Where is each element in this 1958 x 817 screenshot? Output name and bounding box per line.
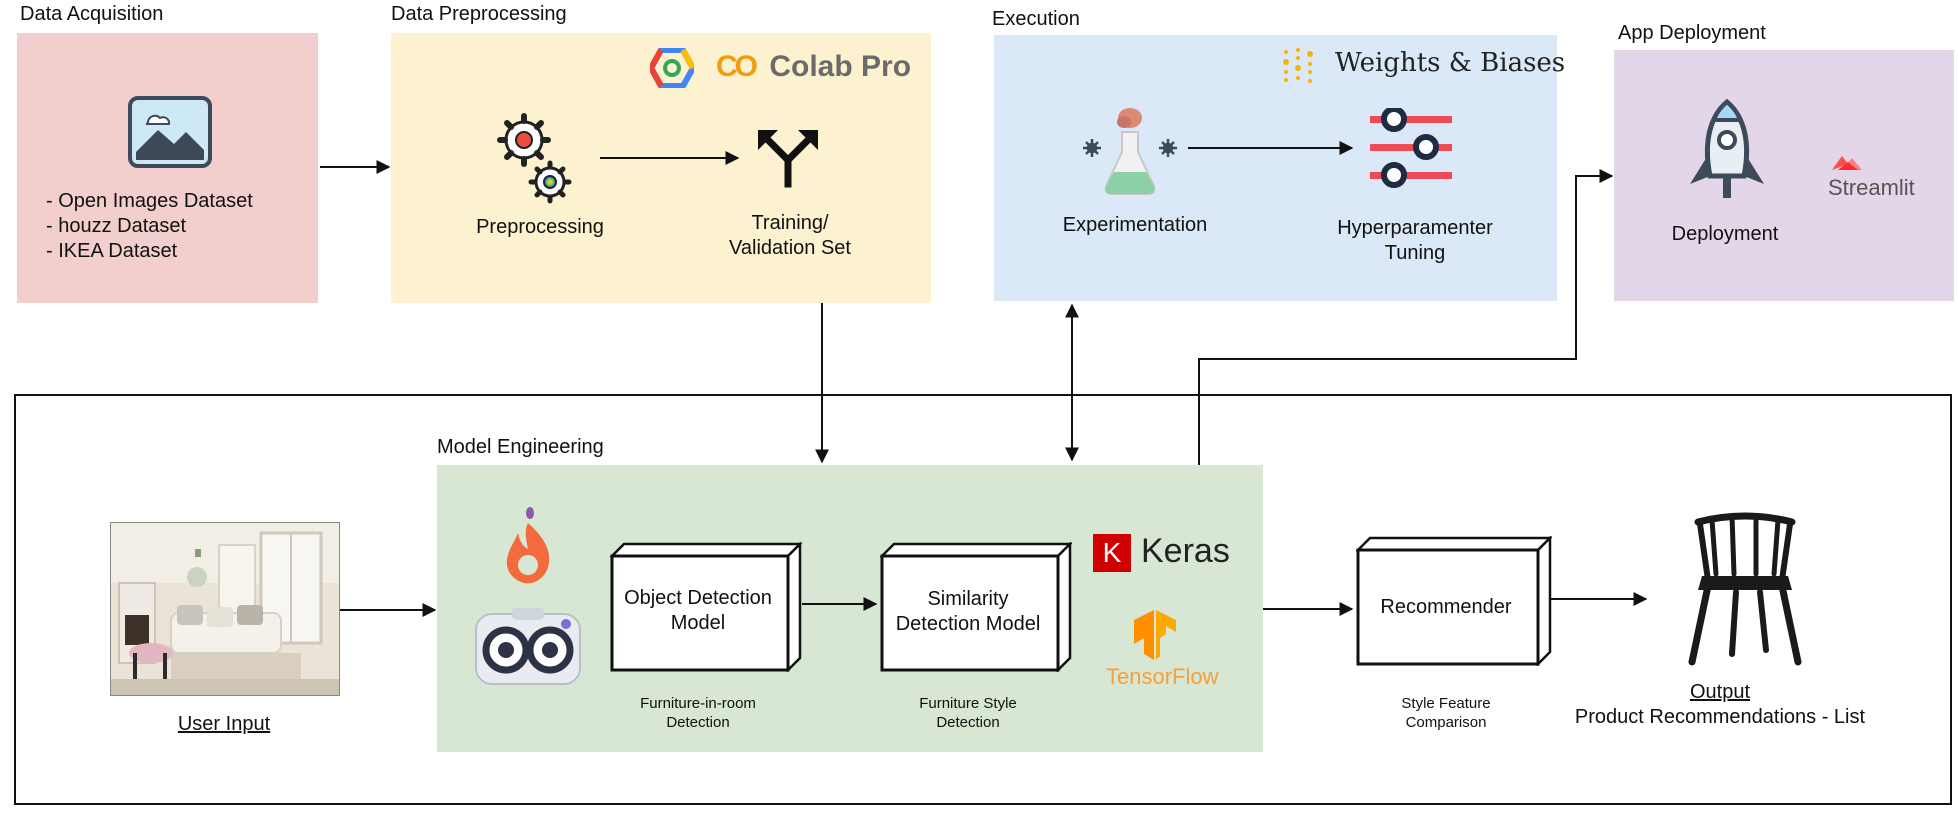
flame-logo-icon — [500, 505, 556, 594]
model-engineering-panel — [437, 465, 1263, 752]
gcp-hexagon-icon — [647, 47, 697, 93]
caption-line: Comparison — [1405, 714, 1487, 731]
data-acquisition-panel — [17, 33, 318, 303]
keras-label: Keras — [1141, 532, 1230, 570]
recommender-label: Recommender — [1380, 596, 1512, 618]
colab-mark: CO — [716, 50, 758, 83]
similarity-detection-model-label: Similarity Detection Model — [880, 587, 1056, 637]
preprocessing-label: Preprocessing — [476, 216, 604, 238]
execution-panel — [994, 35, 1557, 301]
dataset-item: - houzz Dataset — [46, 215, 187, 237]
section-label-execution: Execution — [992, 8, 1080, 30]
object-detection-line1: Object Detection — [624, 587, 772, 609]
object-detection-line2: Model — [670, 612, 726, 634]
section-label-data-acquisition: Data Acquisition — [20, 3, 164, 25]
training-label-line1: Training/ — [751, 212, 829, 234]
robot-icon — [472, 606, 584, 693]
output-label: Output Product Recommendations - List — [1570, 680, 1870, 730]
keras-logo-icon: K — [1093, 534, 1131, 572]
wandb-dots-icon — [1280, 46, 1320, 91]
dataset-list: - Open Images Dataset - houzz Dataset - … — [46, 189, 253, 264]
caption-line: Furniture-in-room — [640, 695, 756, 712]
object-detection-model-label: Object Detection Model — [610, 586, 786, 636]
caption-line: Detection — [666, 714, 730, 731]
data-preprocessing-panel — [391, 33, 931, 303]
model-engineering-outer-frame — [14, 394, 1952, 805]
app-deployment-panel — [1614, 50, 1954, 301]
user-input-label: User Input — [134, 712, 314, 737]
output-subtitle: Product Recommendations - List — [1574, 706, 1866, 728]
wandb-logo: Weights & Biases — [1335, 48, 1566, 78]
keras-mark: K — [1102, 537, 1122, 568]
similarity-line2: Detection Model — [895, 613, 1041, 635]
streamlit-logo — [1828, 152, 1868, 177]
caption-line: Detection — [936, 714, 1000, 731]
hyperparameter-tuning-label: Hyperparamenter Tuning — [1310, 216, 1520, 266]
output-title: Output — [1689, 681, 1751, 703]
gears-icon — [496, 110, 576, 211]
dataset-item: - Open Images Dataset — [46, 190, 253, 212]
rocket-icon — [1682, 98, 1772, 207]
image-icon — [128, 96, 212, 173]
tuning-label-line2: Tuning — [1384, 242, 1446, 264]
recommender-box — [1354, 534, 1554, 671]
split-arrow-icon — [756, 124, 820, 193]
similarity-detection-model-box — [878, 540, 1074, 677]
deployment-label: Deployment — [1671, 223, 1779, 245]
caption-line: Furniture Style — [919, 695, 1017, 712]
chair-icon — [1680, 508, 1810, 673]
sliders-icon — [1368, 106, 1454, 193]
dataset-item: - IKEA Dataset — [46, 240, 178, 262]
furniture-in-room-caption: Furniture-in-room Detection — [610, 694, 786, 732]
style-feature-comparison-caption: Style Feature Comparison — [1356, 694, 1536, 732]
arrow-model-to-deployment — [1198, 169, 1614, 465]
object-detection-model-box — [608, 540, 804, 677]
tuning-label-line1: Hyperparamenter — [1337, 217, 1493, 239]
colab-logo: CO Colab Pro — [716, 50, 911, 84]
tensorflow-label: TensorFlow — [1106, 664, 1219, 689]
training-validation-label: Training/ Validation Set — [700, 211, 880, 261]
tensorflow-logo-icon — [1130, 608, 1180, 667]
section-label-data-preprocessing: Data Preprocessing — [391, 3, 567, 25]
colab-pro-label: Colab Pro — [769, 50, 912, 83]
caption-line: Style Feature — [1401, 695, 1491, 712]
streamlit-label: Streamlit — [1828, 175, 1915, 200]
section-label-model-engineering: Model Engineering — [437, 436, 604, 458]
user-input-text: User Input — [177, 713, 271, 735]
experimentation-label: Experimentation — [1062, 214, 1208, 236]
room-photo — [110, 522, 340, 696]
training-label-line2: Validation Set — [729, 237, 851, 259]
flask-icon — [1080, 104, 1180, 205]
furniture-style-caption: Furniture Style Detection — [880, 694, 1056, 732]
similarity-line1: Similarity — [927, 588, 1009, 610]
section-label-app-deployment: App Deployment — [1618, 22, 1766, 44]
